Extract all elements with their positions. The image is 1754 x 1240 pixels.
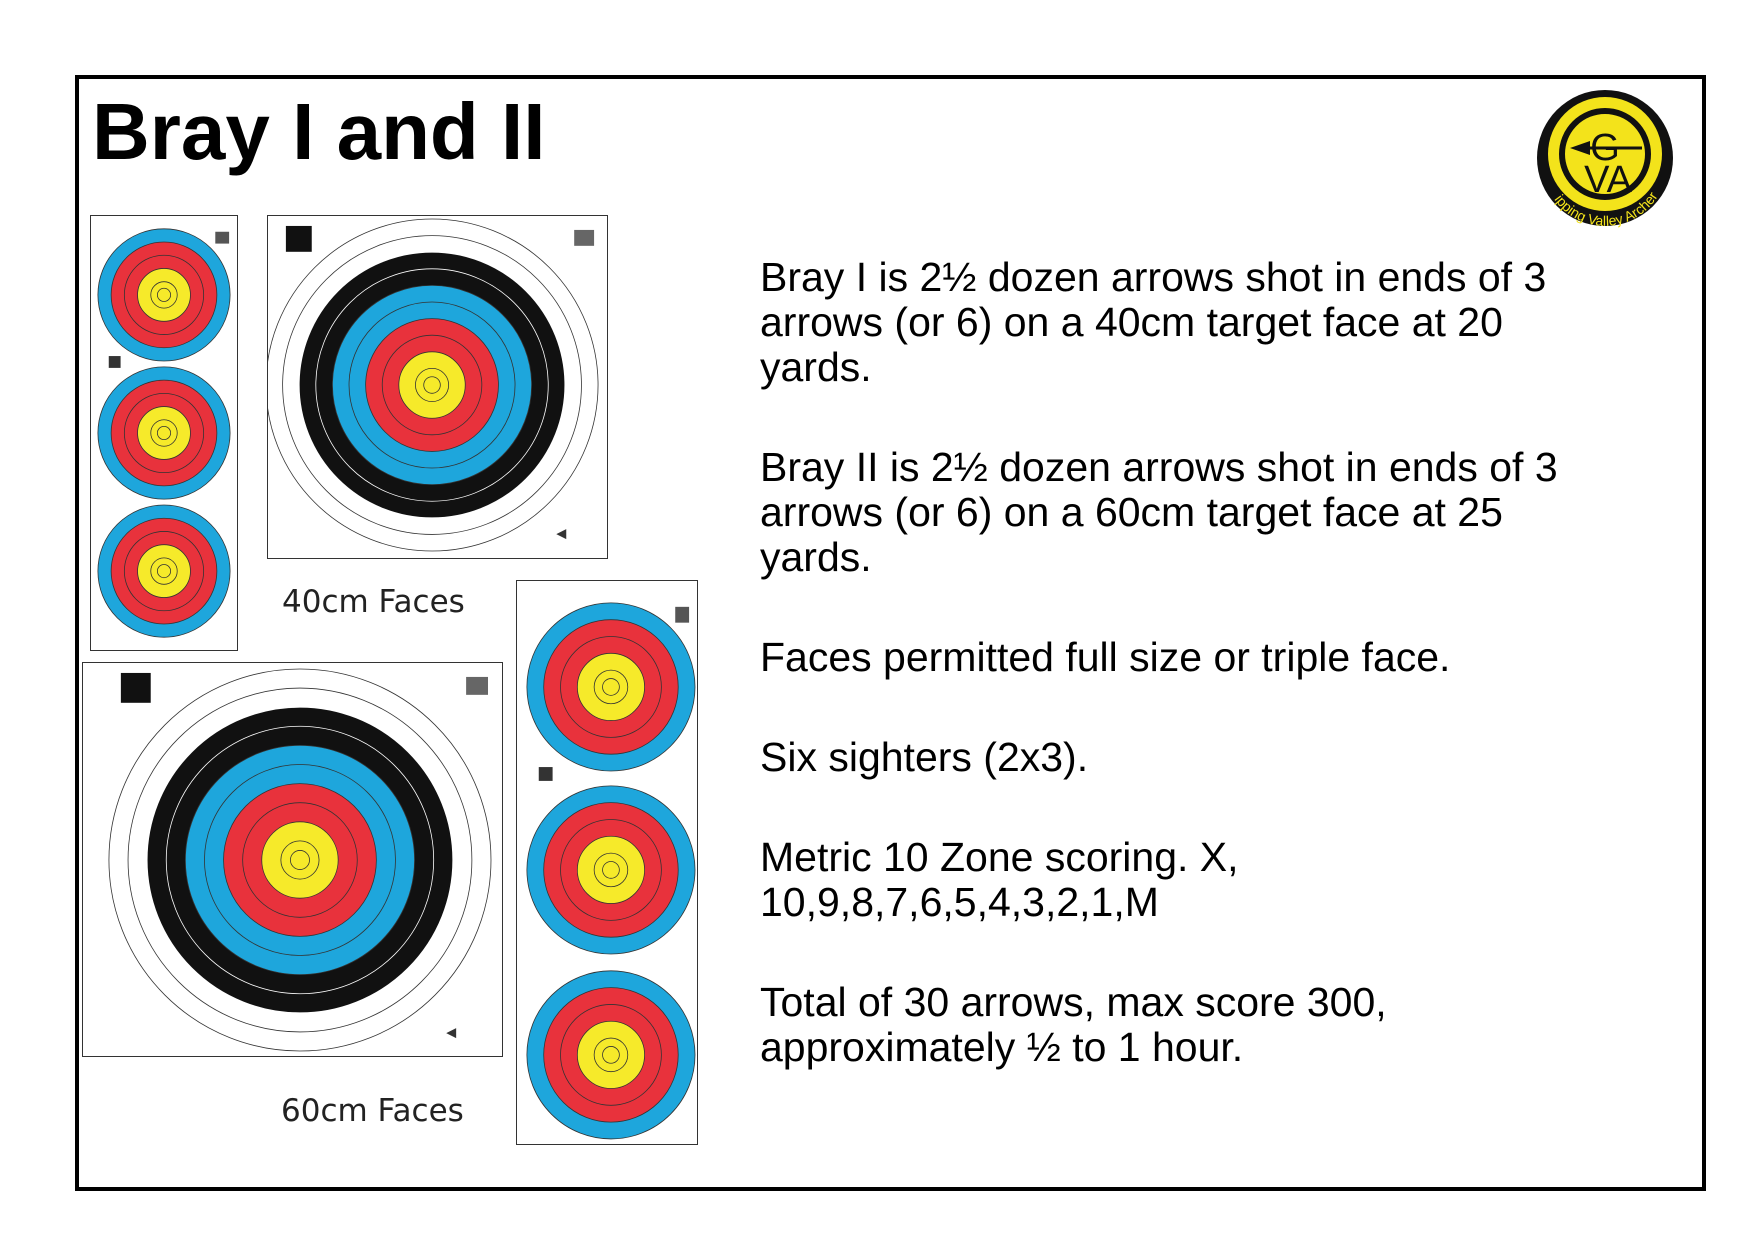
inner-ten-ring [602,1046,620,1064]
inner-ten-ring [156,287,172,302]
triple-face-40cm-graphic [97,228,231,638]
rule-paragraph: Bray II is 2½ dozen arrows shot in ends … [760,445,1680,580]
rule-paragraph: Six sighters (2x3). [760,735,1680,780]
svg-text:VA: VA [1584,159,1633,201]
rule-paragraph: Bray I is 2½ dozen arrows shot in ends o… [760,255,1680,390]
inner-ten-ring [290,850,310,870]
rule-line: yards. [760,534,872,580]
ring-10 [150,281,178,309]
full-face-60cm-graphic [108,668,492,1052]
ring-10 [593,852,629,888]
rules-text: Bray I is 2½ dozen arrows shot in ends o… [760,255,1680,1070]
ring-10 [150,557,178,585]
inner-ten-ring [156,564,172,579]
rule-line: Bray II is 2½ dozen arrows shot in ends … [760,444,1558,490]
full-face-60cm [82,662,503,1057]
rule-line: Metric 10 Zone scoring. X, [760,834,1239,880]
rule-line: 10,9,8,7,6,5,4,3,2,1,M [760,879,1159,925]
rule-line: approximately ½ to 1 hour. [760,1024,1244,1070]
full-face-40cm [267,215,608,559]
rule-paragraph: Metric 10 Zone scoring. X,10,9,8,7,6,5,4… [760,835,1680,925]
full-face-40cm-graphic [268,218,599,552]
ring-10 [415,368,450,403]
triple-face-60cm-graphic [526,602,696,1140]
rule-line: arrows (or 6) on a 60cm target face at 2… [760,489,1503,535]
gipping-valley-archers-logo: G VA Gipping Valley Archers [1525,75,1680,238]
triple-face-60cm [516,580,698,1145]
rule-line: Bray I is 2½ dozen arrows shot in ends o… [760,254,1547,300]
slide-frame [75,75,1706,1191]
rule-line: Faces permitted full size or triple face… [760,634,1451,680]
rule-line: arrows (or 6) on a 40cm target face at 2… [760,299,1503,345]
rule-paragraph: Total of 30 arrows, max score 300,approx… [760,980,1680,1070]
ring-10 [593,1037,629,1073]
inner-ten-ring [423,376,441,394]
triple-face-40cm [90,215,238,651]
inner-ten-ring [156,425,172,441]
rule-line: Total of 30 arrows, max score 300, [760,979,1387,1025]
caption-60cm-faces: 60cm Faces [281,1093,464,1129]
ring-10 [280,840,320,880]
inner-ten-ring [602,678,620,696]
rule-line: Six sighters (2x3). [760,734,1089,780]
ring-10 [593,669,629,705]
inner-ten-ring [602,861,620,879]
club-logo-graphic: G VA Gipping Valley Archers [1525,75,1673,229]
slide-title: Bray I and II [92,87,546,176]
caption-40cm-faces: 40cm Faces [282,584,465,620]
rule-line: yards. [760,344,872,390]
rule-paragraph: Faces permitted full size or triple face… [760,635,1680,680]
ring-10 [150,419,178,447]
